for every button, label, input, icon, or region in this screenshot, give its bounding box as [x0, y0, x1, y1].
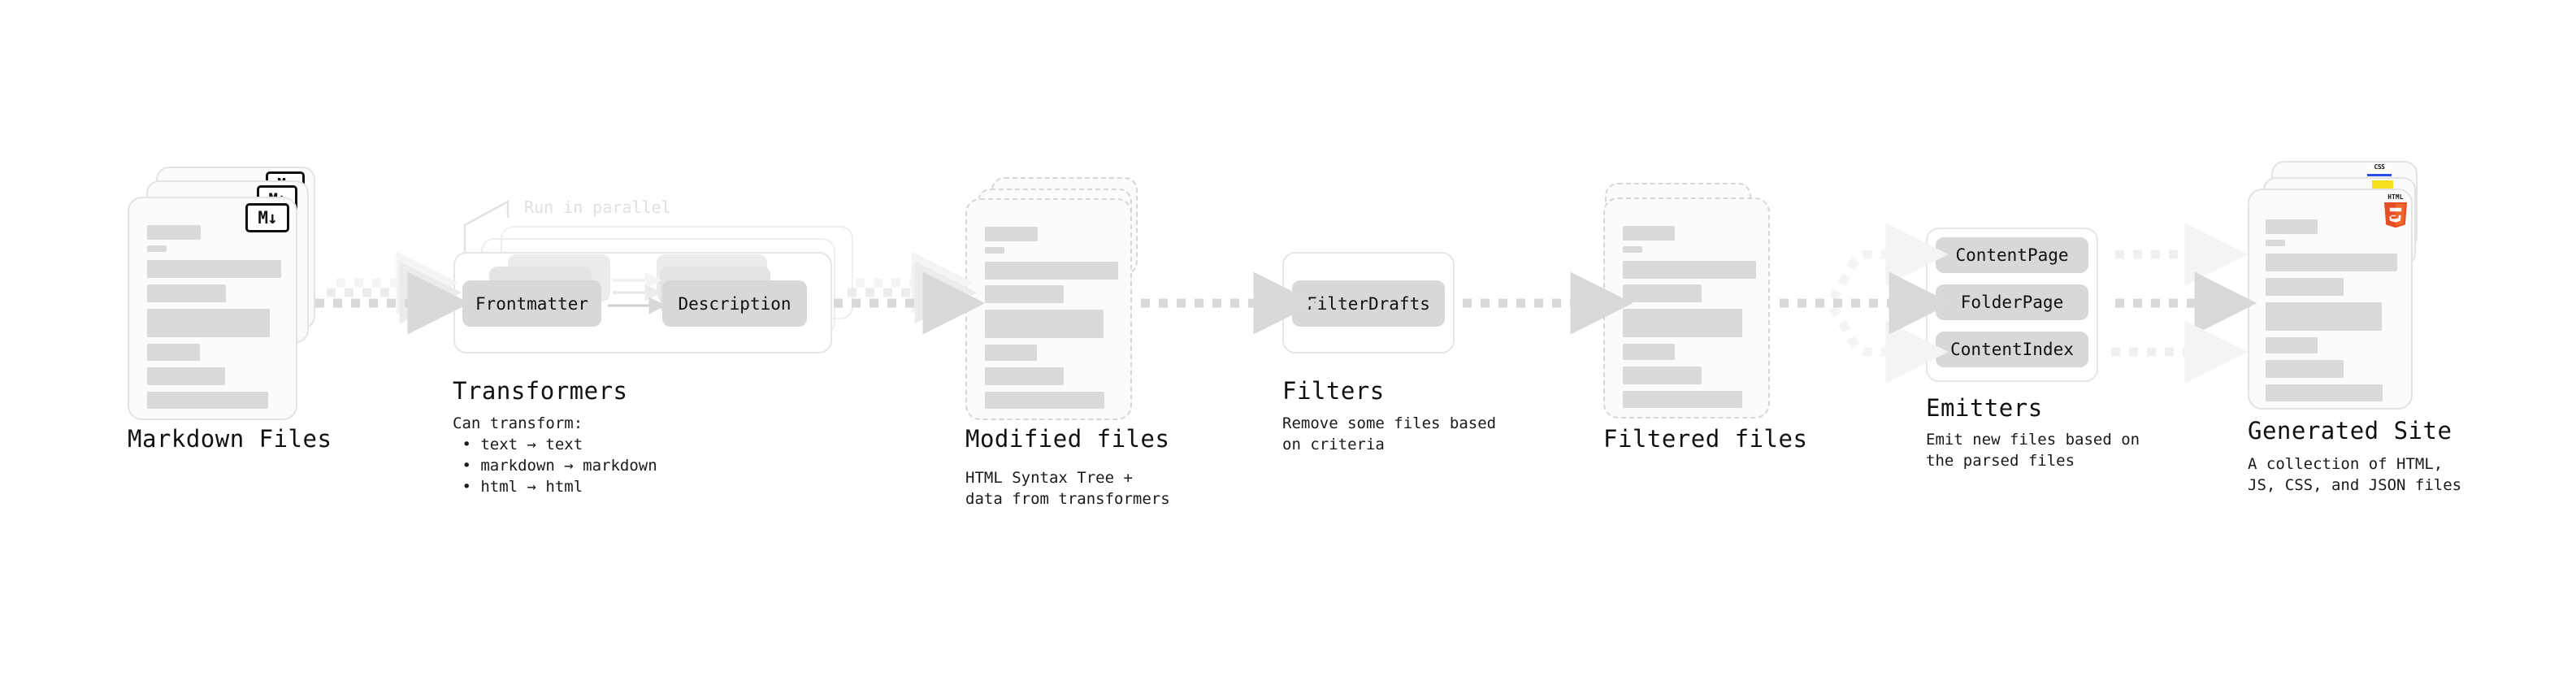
skeleton-bar: [1623, 391, 1742, 408]
stage-title: Markdown Files: [128, 425, 332, 453]
skeleton-bar: [985, 227, 1038, 241]
connector-filtered-to-emitters: [1780, 223, 1952, 384]
stage-title: Filters: [1282, 377, 1385, 405]
markdown-doc-front: [128, 197, 297, 420]
skeleton-bar: [985, 367, 1064, 385]
skeleton-bar: [1623, 246, 1642, 253]
skeleton-bar: [985, 392, 1104, 409]
skeleton-bar: [2266, 278, 2344, 296]
skeleton-bar: [985, 262, 1118, 280]
css-badge: [2367, 165, 2392, 176]
skeleton-bar: [147, 284, 226, 302]
skeleton-bar: [985, 285, 1064, 303]
skeleton-bar: [985, 310, 1104, 338]
skeleton-bar: [2266, 360, 2344, 378]
skeleton-bar: [1623, 344, 1675, 360]
filtered-doc-front: [1603, 197, 1770, 419]
stage-title: Modified files: [965, 425, 1170, 453]
site-doc-front: [2248, 189, 2413, 410]
stage-subtitle: Remove some files based on criteria: [1282, 414, 1497, 453]
skeleton-bar: [985, 345, 1037, 361]
skeleton-bar: [985, 247, 1004, 254]
run-in-parallel-label: Run in parallel: [524, 197, 671, 217]
emitter-chip-contentindex[interactable]: ContentIndex: [1936, 332, 2088, 367]
stage-title: Generated Site: [2248, 417, 2452, 445]
skeleton-bar: [147, 392, 268, 409]
stage-subtitle: A collection of HTML, JS, CSS, and JSON …: [2248, 455, 2462, 494]
skeleton-bar: [147, 344, 200, 361]
css-badge-text: CSS: [2374, 163, 2385, 171]
html5-logo: HTML: [2384, 193, 2407, 228]
skeleton-bar: [2266, 337, 2318, 354]
skeleton-bar: [1623, 284, 1702, 302]
emitter-chip-contentpage[interactable]: ContentPage: [1936, 237, 2088, 273]
skeleton-bar: [147, 367, 225, 385]
stage-subtitle: HTML Syntax Tree + data from transformer…: [965, 469, 1170, 508]
modified-doc-front: [965, 198, 1132, 420]
stage-subtitle: Can transform: • text → text • markdown …: [453, 414, 657, 496]
skeleton-bar: [2266, 302, 2382, 331]
skeleton-bar: [1623, 226, 1675, 241]
transformer-chip-frontmatter[interactable]: Frontmatter: [462, 280, 601, 327]
stage-title: Filtered files: [1603, 425, 1808, 453]
skeleton-bar: [147, 260, 281, 278]
skeleton-bar: [147, 309, 270, 337]
skeleton-bar: [1623, 309, 1742, 337]
stage-title: Transformers: [453, 377, 628, 405]
connector-markdown-to-transformers: [315, 251, 471, 335]
markdown-badge: M↓: [245, 203, 289, 232]
stage-subtitle: Emit new files based on the parsed files: [1926, 431, 2140, 470]
transformer-chip-description[interactable]: Description: [662, 280, 807, 327]
emitter-chip-folderpage[interactable]: FolderPage: [1936, 284, 2088, 320]
skeleton-bar: [1623, 367, 1702, 384]
stage-title: Emitters: [1926, 394, 2043, 422]
skeleton-bar: [147, 225, 201, 240]
skeleton-bar: [2266, 384, 2383, 401]
skeleton-bar: [1623, 261, 1756, 279]
skeleton-bar: [2266, 240, 2285, 246]
filter-chip-filterdrafts[interactable]: FilterDrafts: [1292, 280, 1445, 327]
skeleton-bar: [2266, 219, 2318, 234]
skeleton-bar: [2266, 254, 2397, 271]
connector-emitters-to-site: [2111, 223, 2257, 384]
svg-text:HTML: HTML: [2387, 193, 2403, 201]
skeleton-bar: [147, 245, 167, 252]
